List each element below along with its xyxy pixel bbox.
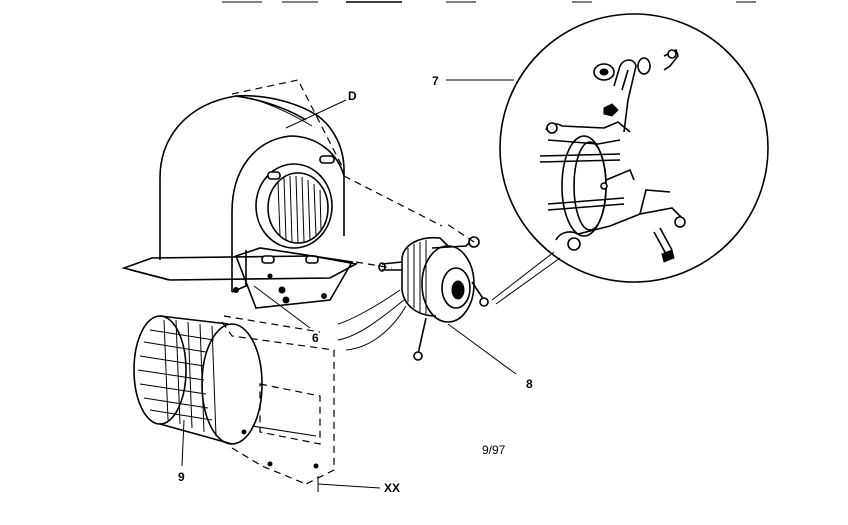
label-housing: D [348,89,357,103]
blower-housing [121,79,443,309]
motor-mount-detail [446,13,769,305]
label-motor: 8 [526,377,533,391]
label-blower-wheel: 9 [178,470,185,484]
label-hardware: XX [384,481,401,495]
blower-wheel [133,315,335,485]
blower-motor [337,221,517,375]
label-motor-mount-detail: 7 [432,74,439,88]
leader-lines [253,99,381,492]
label-mounting-bracket: 6 [312,331,319,345]
revision-date: 9/97 [482,443,506,457]
